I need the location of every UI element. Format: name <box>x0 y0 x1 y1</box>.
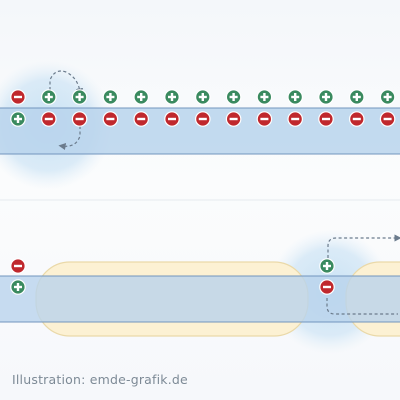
credit-label: Illustration: emde-grafik.de <box>12 372 188 387</box>
positive-ion-icon <box>10 111 26 127</box>
positive-ion-icon <box>133 89 149 105</box>
negative-ion-icon <box>10 89 26 105</box>
negative-ion-icon <box>133 111 149 127</box>
negative-ion-icon <box>318 111 334 127</box>
axon-membrane-bottom <box>0 275 400 323</box>
negative-ion-icon <box>195 111 211 127</box>
current-arrow <box>326 298 398 315</box>
positive-ion-icon <box>40 89 57 105</box>
positive-ion-icon <box>164 89 180 105</box>
positive-ion-icon <box>256 89 273 105</box>
negative-ion-icon <box>319 279 335 295</box>
negative-ion-icon <box>10 258 26 274</box>
positive-ion-icon <box>348 89 365 105</box>
positive-ion-icon <box>195 89 211 105</box>
current-arrow <box>58 126 81 151</box>
current-arrow <box>49 70 84 96</box>
negative-ion-icon <box>71 111 88 127</box>
current-arrow <box>327 234 400 258</box>
positive-ion-icon <box>102 89 119 105</box>
negative-ion-icon <box>256 111 273 127</box>
negative-ion-icon <box>348 111 365 127</box>
positive-ion-icon <box>287 89 303 105</box>
positive-ion-icon <box>225 89 242 105</box>
positive-ion-icon <box>379 89 396 105</box>
negative-ion-icon <box>225 111 242 127</box>
negative-ion-icon <box>379 111 396 127</box>
positive-ion-icon <box>319 258 335 274</box>
negative-ion-icon <box>40 111 57 127</box>
negative-ion-icon <box>164 111 180 127</box>
positive-ion-icon <box>10 279 26 295</box>
positive-ion-icon <box>318 89 334 105</box>
negative-ion-icon <box>102 111 119 127</box>
ion-layer <box>10 89 396 295</box>
negative-ion-icon <box>287 111 303 127</box>
positive-ion-icon <box>71 89 88 105</box>
